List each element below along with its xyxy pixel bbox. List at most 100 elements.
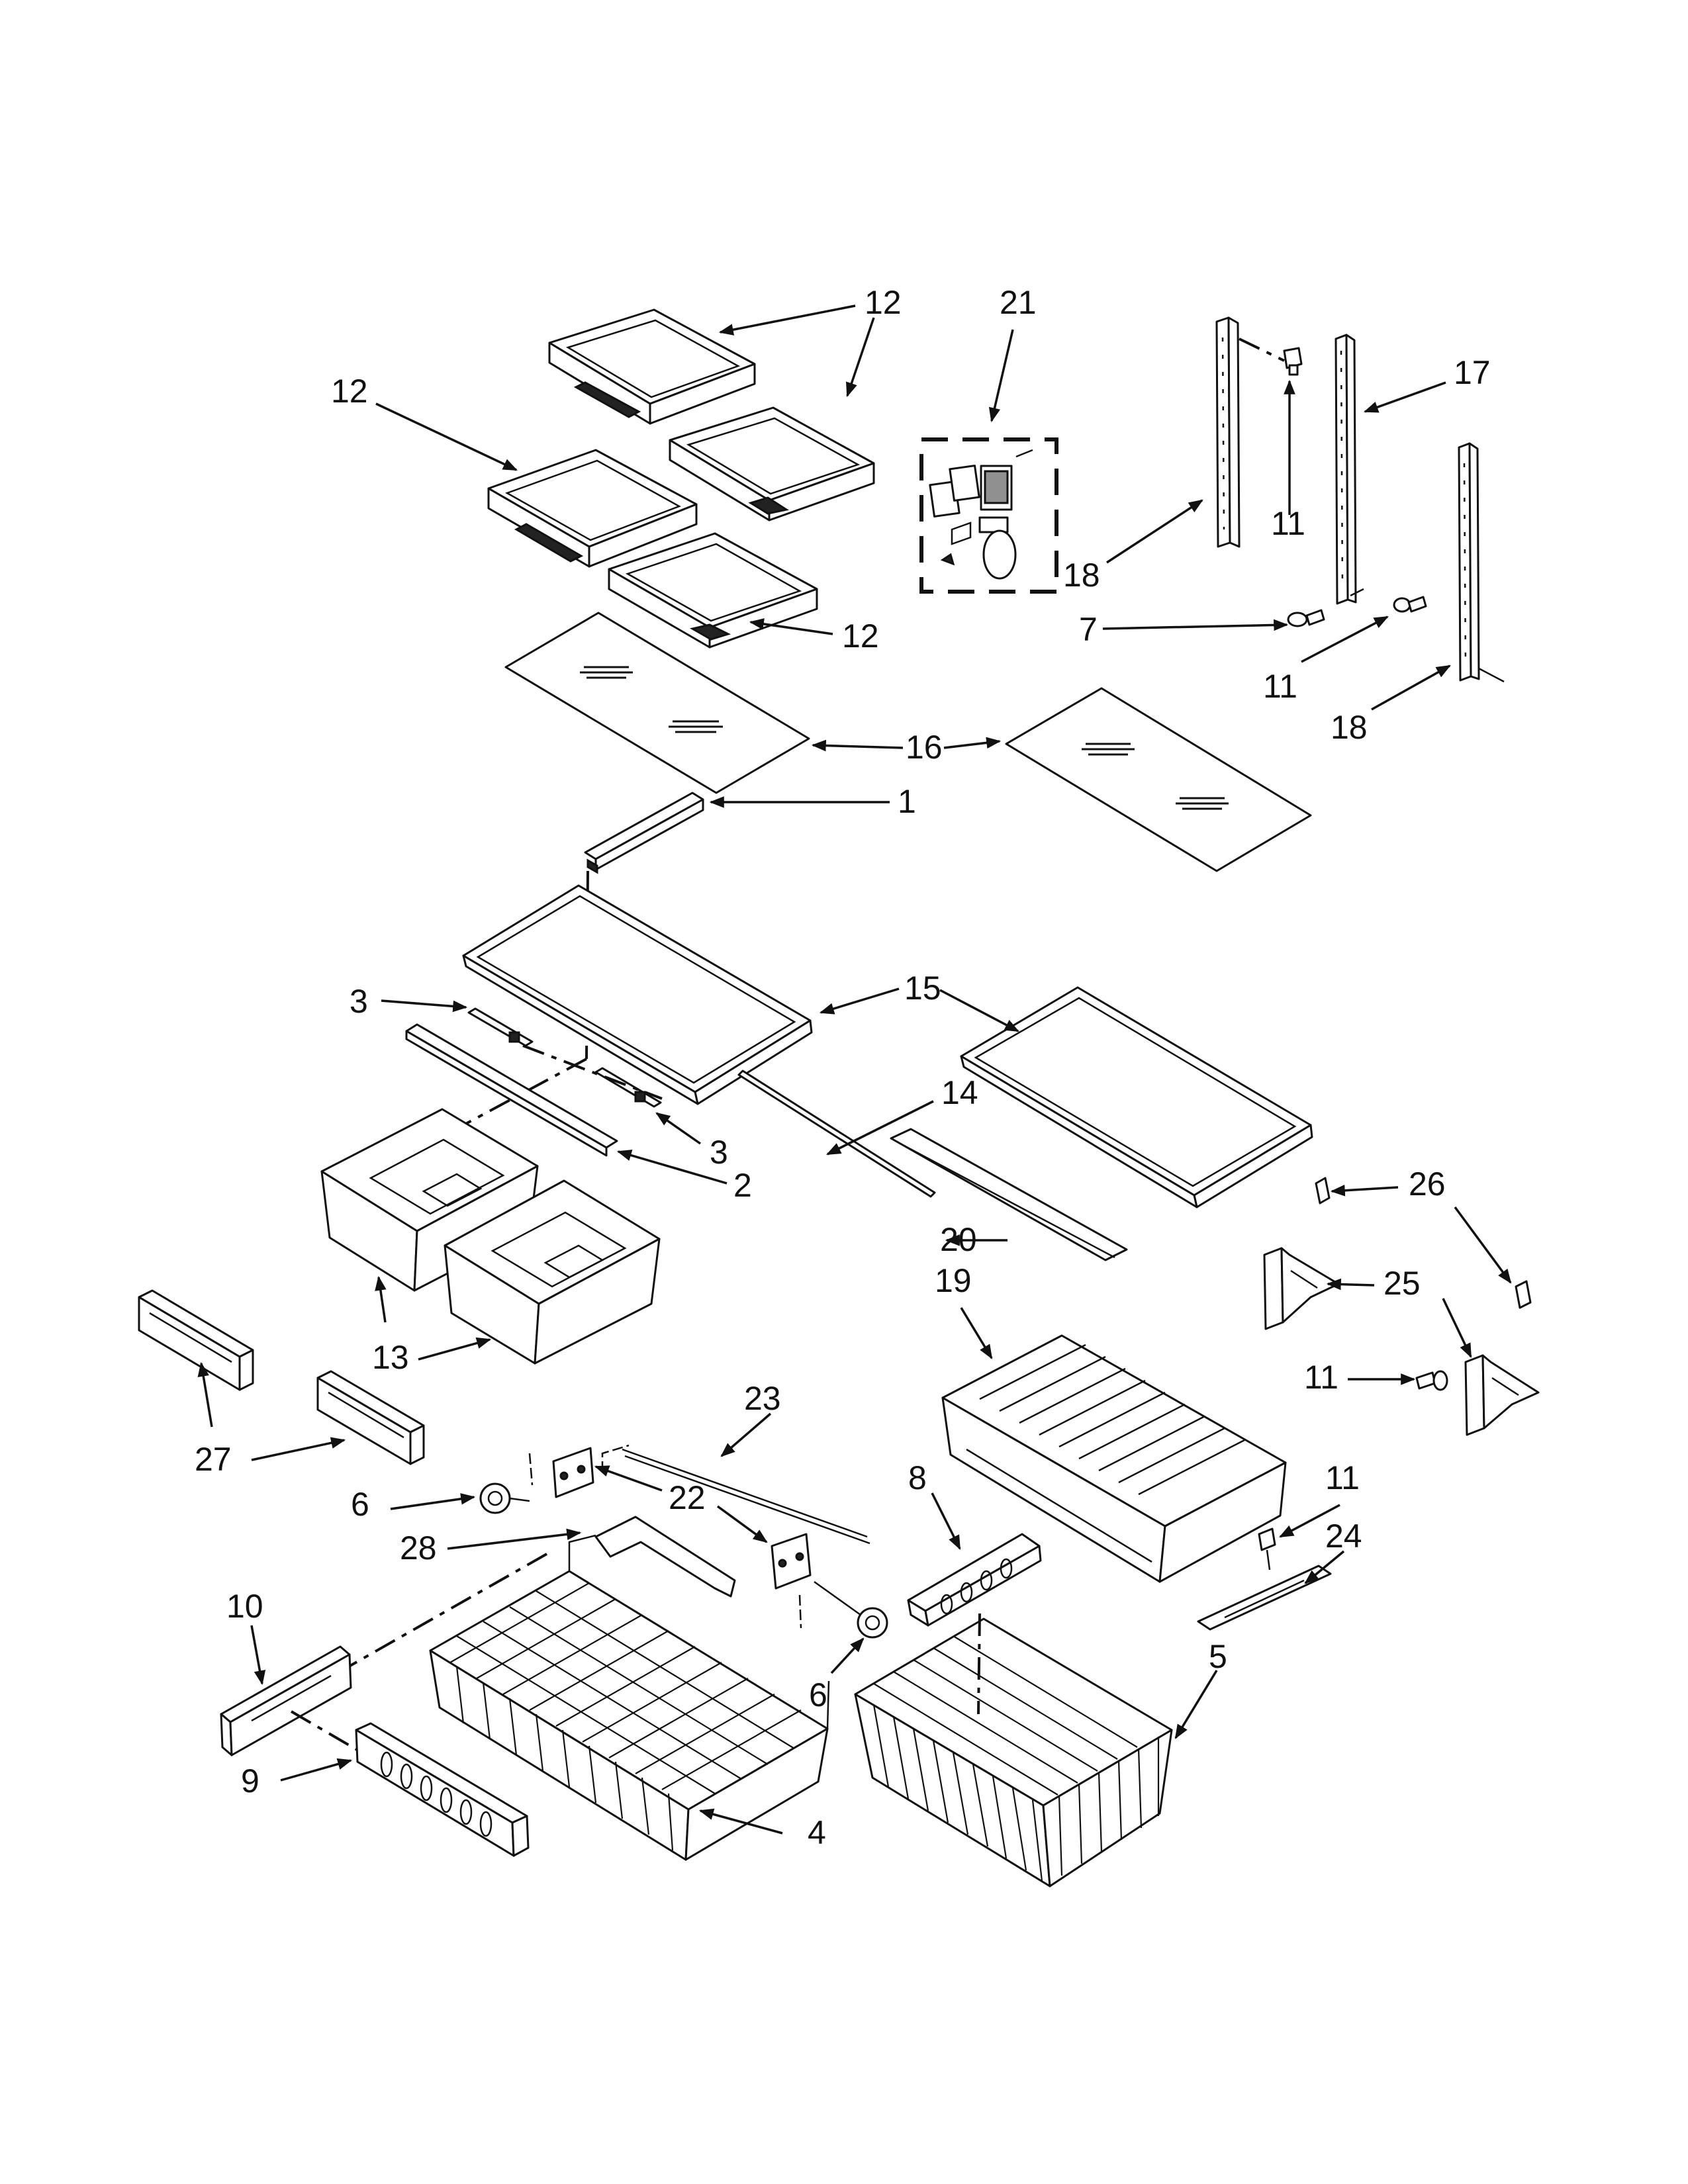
callout-8: 8 [908, 1459, 927, 1496]
leader-lines [197, 304, 1512, 1835]
leader-16-left [811, 739, 904, 752]
leader-11-track [1279, 1504, 1340, 1538]
slide-track [1197, 1565, 1332, 1631]
leader-22-left [594, 1465, 663, 1492]
handle-right [316, 1370, 425, 1465]
leader-18-upper [1106, 499, 1203, 564]
callout-13: 13 [372, 1339, 409, 1376]
callout-18-lower: 18 [1331, 709, 1368, 746]
callout-22: 22 [669, 1479, 706, 1516]
callout-6-left: 6 [351, 1486, 369, 1523]
handle-left [138, 1289, 254, 1391]
callout-12-bottom: 12 [842, 617, 879, 655]
glass-shelf-left [504, 612, 810, 794]
callout-3-lower: 3 [710, 1134, 728, 1171]
callout-4: 4 [808, 1814, 826, 1851]
leader-12-bottom [749, 618, 833, 635]
ladder-rail-right [1458, 442, 1505, 683]
leader-19 [960, 1307, 993, 1359]
callout-5: 5 [1209, 1638, 1227, 1675]
callout-11-middle: 11 [1263, 668, 1297, 705]
basket-divider-left [220, 1645, 352, 1756]
callout-28: 28 [400, 1529, 437, 1567]
crisper-cover-left [462, 884, 813, 1105]
basket-baffle [355, 1722, 530, 1857]
leader-27-left [197, 1361, 213, 1428]
slide-bracket-left [528, 1447, 594, 1498]
leader-5 [1174, 1670, 1218, 1739]
drawer-bracket-left [1263, 1247, 1340, 1330]
leader-21 [988, 329, 1014, 423]
filter-kit [919, 437, 1058, 594]
screw-7 [1287, 609, 1325, 627]
deli-drawer [941, 1334, 1287, 1583]
bracket-clip-upper [1315, 1177, 1331, 1205]
cover-trim [890, 1128, 1128, 1261]
callout-1: 1 [898, 783, 916, 820]
glass-shelf-right [1005, 687, 1312, 872]
leader-8 [931, 1492, 961, 1550]
callout-15: 15 [904, 970, 941, 1007]
leader-9 [280, 1758, 353, 1782]
screw-top [1283, 347, 1303, 376]
leader-11-middle [1301, 615, 1389, 663]
leader-13-left [375, 1275, 387, 1323]
leader-13-right [418, 1337, 492, 1361]
leader-26-upper [1330, 1185, 1399, 1197]
rod [737, 1069, 936, 1198]
callout-18-upper: 18 [1063, 557, 1100, 594]
callout-27: 27 [195, 1441, 232, 1478]
leader-14 [826, 1100, 934, 1156]
callout-10: 10 [226, 1588, 263, 1625]
clip-centerline [522, 1044, 663, 1100]
screw-track [1258, 1527, 1276, 1570]
leader-28 [447, 1528, 582, 1550]
leader-16-right [943, 737, 1002, 749]
callout-11-bracket: 11 [1304, 1359, 1338, 1396]
callout-7: 7 [1079, 611, 1098, 648]
leader-12-left [375, 402, 518, 471]
leader-18-lower [1371, 664, 1451, 711]
basket-centerline [344, 1553, 547, 1670]
large-basket-centerline [977, 1613, 981, 1715]
leader-3-upper [381, 999, 468, 1013]
wire-basket [429, 1534, 830, 1861]
callout-labels: 12 12 12 21 17 11 18 7 11 18 16 1 15 3 3… [195, 284, 1491, 1851]
callout-25: 25 [1383, 1265, 1421, 1302]
callout-11-upper: 11 [1271, 505, 1305, 542]
leader-10 [250, 1625, 266, 1686]
leader-2 [616, 1150, 727, 1185]
basket-slide [594, 1516, 736, 1598]
gear-roller-right [814, 1580, 888, 1639]
clip-upper [467, 1007, 534, 1047]
leader-12-top [718, 304, 856, 336]
leader-25-upper [1326, 1278, 1375, 1291]
leader-6-left [390, 1493, 476, 1510]
screw-centerline [1239, 338, 1285, 362]
clip-lower [594, 1067, 662, 1108]
callout-17: 17 [1454, 354, 1491, 391]
drawer-bracket-right [1464, 1354, 1540, 1436]
callout-6-right: 6 [809, 1676, 827, 1713]
callout-16: 16 [906, 729, 943, 766]
callout-11-track: 11 [1325, 1459, 1360, 1496]
leader-25-lower [1442, 1298, 1472, 1358]
callout-2: 2 [733, 1167, 752, 1204]
leader-6-right [830, 1637, 865, 1674]
leader-12-right [846, 317, 875, 398]
gear-roller-left [479, 1482, 530, 1514]
ladder-rail-middle [1335, 334, 1364, 605]
callout-19: 19 [935, 1262, 972, 1299]
screw-11-lower [1393, 596, 1427, 613]
large-wire-basket [854, 1617, 1173, 1888]
leader-24 [1304, 1550, 1345, 1584]
callout-26: 26 [1409, 1165, 1446, 1203]
door-shelf-bottom [608, 532, 818, 649]
door-shelf-top [548, 308, 756, 425]
leader-15-right [939, 989, 1019, 1032]
leader-7 [1102, 619, 1289, 631]
bracket-clip-lower [1515, 1280, 1532, 1309]
leader-26-lower [1454, 1206, 1512, 1284]
front-trim [405, 1023, 618, 1157]
